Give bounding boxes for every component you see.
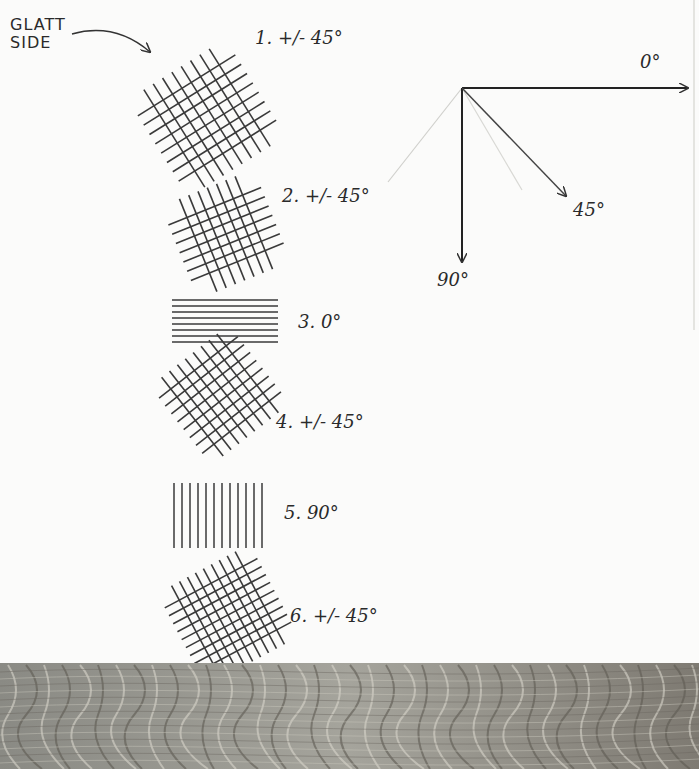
side-label: GLATT SIDE [10, 16, 80, 53]
ply-label: 1. +/- 45° [255, 28, 343, 49]
ply-label: 90° [437, 270, 469, 291]
ply-label: 4. +/- 45° [276, 412, 364, 433]
ply-label: 3. 0° [298, 312, 341, 333]
ply-label: 6. +/- 45° [290, 606, 378, 627]
ply-label: 5. 90° [284, 503, 339, 524]
ply-label: 0° [640, 52, 660, 73]
ply-label: 45° [573, 200, 605, 221]
ply-label: 2. +/- 45° [282, 186, 370, 207]
